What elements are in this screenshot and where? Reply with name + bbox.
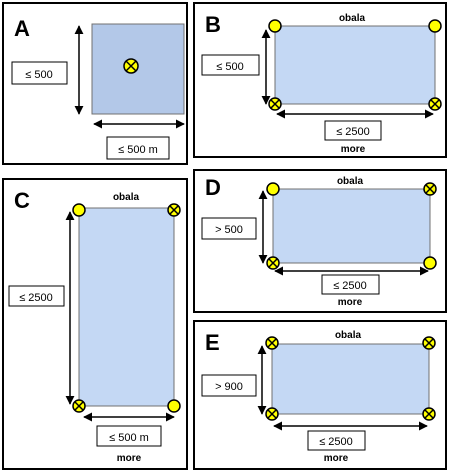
yellow-circle-cross-marker <box>265 336 279 350</box>
horizontal-dimension-box <box>106 136 170 160</box>
more-label: more <box>117 453 142 464</box>
panel-letter: A <box>14 16 30 41</box>
yellow-circle-cross-marker <box>266 256 280 270</box>
panel-letter: C <box>14 188 30 213</box>
yellow-circle-cross-marker <box>422 336 436 350</box>
area-rectangle <box>274 25 436 105</box>
area-rectangle <box>271 343 430 415</box>
vertical-dimension-box <box>8 285 65 307</box>
vertical-dimension-box <box>11 61 68 85</box>
panel-letter: B <box>205 12 221 37</box>
yellow-circle-marker <box>72 203 86 217</box>
yellow-circle-marker <box>428 19 442 33</box>
panel-d-diagram: D obala > 500 ≤ 2500 more <box>201 175 437 308</box>
coast-label: obala <box>339 13 366 24</box>
yellow-circle-cross-marker <box>72 399 86 413</box>
panel-b-diagram: B obala ≤ 500 ≤ 2500 more <box>201 12 442 155</box>
area-rectangle <box>78 207 175 407</box>
vertical-dimension-label: > 900 <box>215 381 243 393</box>
panel-a: A ≤ 500 ≤ 500 m <box>2 2 188 165</box>
panel-c: C obala ≤ 2500 ≤ 500 m more <box>2 178 188 470</box>
yellow-circle-marker <box>167 399 181 413</box>
area-rectangle <box>272 188 431 264</box>
panel-letter: D <box>205 175 221 200</box>
vertical-dimension-box <box>201 217 257 240</box>
vertical-dimension-label: ≤ 2500 <box>19 292 53 304</box>
horizontal-dimension-box <box>324 120 382 141</box>
horizontal-dimension-label: ≤ 500 m <box>118 144 158 156</box>
horizontal-dimension-box <box>96 425 162 447</box>
horizontal-dimension-label: ≤ 2500 <box>333 280 367 292</box>
panel-c-diagram: C obala ≤ 2500 ≤ 500 m more <box>8 188 181 464</box>
coast-label: obala <box>335 330 362 341</box>
yellow-circle-cross-marker <box>428 97 442 111</box>
vertical-dimension-label: > 500 <box>215 224 243 236</box>
yellow-circle-marker <box>423 256 437 270</box>
panel-d: D obala > 500 ≤ 2500 more <box>193 169 447 313</box>
vertical-dimension-label: ≤ 500 <box>216 61 243 73</box>
yellow-circle-cross-marker <box>422 407 436 421</box>
panel-e: E obala > 900 ≤ 2500 more <box>193 320 447 470</box>
panel-a-diagram: A ≤ 500 ≤ 500 m <box>11 16 185 160</box>
yellow-circle-cross-marker <box>167 203 181 217</box>
vertical-dimension-label: ≤ 500 <box>25 69 52 81</box>
yellow-circle-cross-marker <box>423 182 437 196</box>
coast-label: obala <box>113 192 140 203</box>
yellow-circle-cross-marker <box>265 407 279 421</box>
panel-b: B obala ≤ 500 ≤ 2500 more <box>193 2 447 158</box>
horizontal-dimension-label: ≤ 2500 <box>319 436 353 448</box>
horizontal-dimension-box <box>307 430 366 451</box>
horizontal-dimension-box <box>321 274 380 295</box>
yellow-circle-marker <box>266 182 280 196</box>
vertical-dimension-box <box>201 54 260 76</box>
panel-e-diagram: E obala > 900 ≤ 2500 more <box>201 330 436 464</box>
more-label: more <box>338 297 363 308</box>
yellow-circle-marker <box>268 19 282 33</box>
yellow-circle-cross-marker <box>268 97 282 111</box>
more-label: more <box>341 144 366 155</box>
horizontal-dimension-label: ≤ 2500 <box>336 126 370 138</box>
more-label: more <box>324 453 349 464</box>
horizontal-dimension-label: ≤ 500 m <box>109 432 149 444</box>
coast-label: obala <box>337 176 364 187</box>
yellow-circle-cross-marker <box>123 58 139 74</box>
panel-letter: E <box>205 330 220 355</box>
vertical-dimension-box <box>201 374 257 397</box>
